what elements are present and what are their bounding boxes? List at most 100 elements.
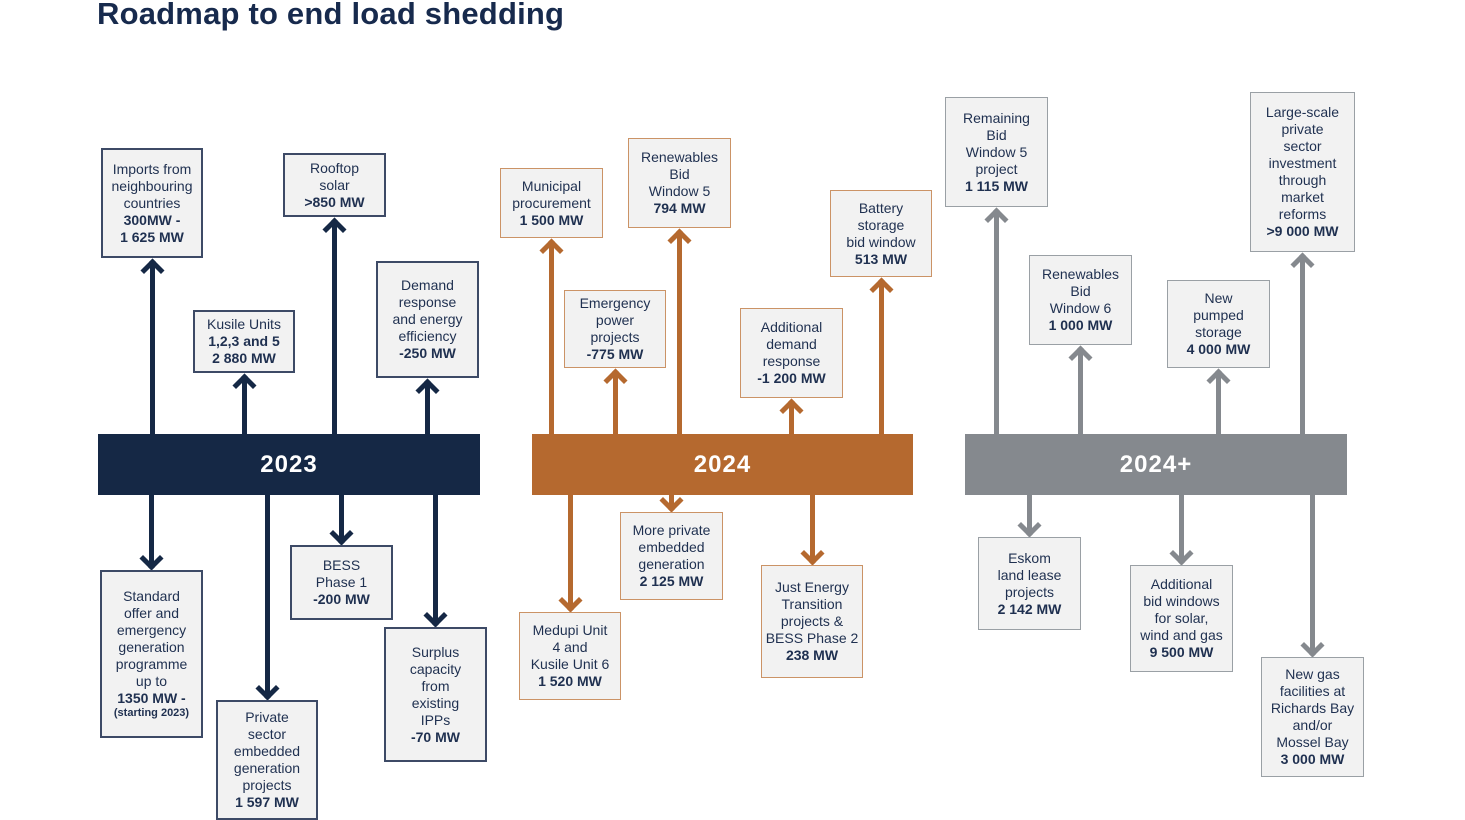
milestone-value: >850 MW	[304, 193, 365, 210]
connector-arrow-up-battery-storage	[879, 277, 884, 434]
milestone-label: Kusile Units	[207, 316, 281, 332]
milestone-value: 9 500 MW	[1149, 644, 1214, 660]
milestone-label: Imports from neighbouring countries	[111, 160, 193, 211]
milestone-box-new-gas-facilities: New gas facilities at Richards Bay and/o…	[1261, 657, 1364, 777]
milestone-value: 3 000 MW	[1280, 751, 1345, 767]
milestone-value: 1 500 MW	[519, 211, 584, 228]
timeline-bar-2023: 2023	[98, 434, 480, 495]
connector-arrow-up-municipal	[549, 238, 554, 434]
connector-arrow-down-more-private	[669, 495, 674, 512]
connector-arrow-up-kusile	[242, 373, 247, 434]
connector-arrow-up-imports	[150, 258, 155, 434]
milestone-label: Rooftop solar	[309, 159, 360, 193]
connector-arrow-down-standard-offer	[149, 495, 154, 570]
milestone-label: Remaining Bid Window 5 project	[963, 109, 1030, 177]
milestone-box-demand-response: Demand response and energy efficiency-25…	[376, 261, 479, 378]
milestone-value: -775 MW	[586, 346, 644, 362]
milestone-box-additional-demand-response: Additional demand response-1 200 MW	[740, 308, 843, 398]
milestone-value: 4 000 MW	[1186, 341, 1251, 357]
connector-arrow-down-new-gas	[1310, 495, 1315, 657]
milestone-value: 1 000 MW	[1048, 317, 1113, 333]
milestone-box-bess-phase-1: BESS Phase 1-200 MW	[290, 545, 393, 620]
connector-arrow-up-renewables-bw5	[677, 228, 682, 434]
connector-arrow-down-private-sector	[265, 495, 270, 700]
milestone-box-just-energy-transition: Just Energy Transition projects & BESS P…	[761, 565, 863, 678]
milestone-value: 238 MW	[785, 647, 839, 663]
timeline-bar-2024: 2024	[532, 434, 913, 495]
milestone-label: New pumped storage	[1193, 290, 1244, 340]
milestone-value: -1 200 MW	[757, 370, 826, 386]
connector-arrow-up-pumped-storage	[1216, 368, 1221, 434]
milestone-value: -70 MW	[410, 728, 460, 745]
connector-arrow-down-additional-bid-windows	[1179, 495, 1184, 565]
milestone-value: -200 MW	[313, 591, 370, 607]
milestone-label: Additional bid windows for solar, wind a…	[1140, 576, 1223, 643]
milestone-label: Standard offer and emergency generation …	[115, 588, 188, 689]
connector-arrow-down-bess	[339, 495, 344, 545]
milestone-value: 1350 MW -	[117, 690, 186, 706]
milestone-label: Battery storage bid window	[846, 199, 916, 250]
milestone-value: 794 MW	[653, 200, 706, 216]
milestone-value: 1,2,3 and 5 2 880 MW	[208, 333, 280, 366]
milestone-label: Surplus capacity from existing IPPs	[409, 643, 462, 728]
milestone-label: Municipal procurement	[512, 177, 591, 211]
milestone-value: 1 115 MW	[964, 177, 1029, 194]
timeline-bar-2024-label: 2024	[693, 450, 752, 478]
milestone-label: Demand response and energy efficiency	[392, 277, 463, 344]
milestone-box-rooftop-solar: Rooftop solar>850 MW	[283, 153, 386, 217]
connector-arrow-up-rooftop-solar	[332, 217, 337, 434]
milestone-label: More private embedded generation	[632, 522, 711, 572]
connector-arrow-down-eskom-land-lease	[1027, 495, 1032, 537]
milestone-value: 2 125 MW	[639, 573, 704, 589]
milestone-label: BESS Phase 1	[315, 557, 368, 590]
milestone-label: New gas facilities at Richards Bay and/o…	[1270, 666, 1355, 750]
milestone-label: Renewables Bid Window 6	[1041, 266, 1120, 316]
connector-arrow-down-surplus-ipps	[433, 495, 438, 627]
milestone-box-large-scale-private-investment: Large-scale private sector investment th…	[1250, 92, 1355, 252]
milestone-value: 300MW - 1 625 MW	[120, 211, 184, 245]
milestone-label: Emergency power projects	[579, 295, 651, 345]
milestone-label: Additional demand response	[760, 319, 823, 369]
timeline-bar-2024-plus: 2024+	[965, 434, 1347, 495]
milestone-note: (starting 2023)	[113, 707, 190, 719]
connector-arrow-up-demand-response	[425, 378, 430, 434]
connector-arrow-down-just-energy	[810, 495, 815, 565]
timeline-bar-2023-label: 2023	[260, 450, 318, 478]
milestone-box-surplus-ipps: Surplus capacity from existing IPPs-70 M…	[384, 627, 487, 762]
milestone-label: Private sector embedded generation proje…	[233, 709, 301, 793]
connector-arrow-up-large-scale-investment	[1300, 252, 1305, 434]
milestone-value: 513 MW	[854, 250, 908, 267]
connector-arrow-up-additional-demand	[789, 398, 794, 434]
milestone-label: Eskom land lease projects	[997, 549, 1062, 600]
milestone-label: Renewables Bid Window 5	[640, 149, 719, 199]
milestone-value: 1 597 MW	[235, 794, 299, 810]
milestone-label: Just Energy Transition projects & BESS P…	[765, 579, 859, 646]
milestone-label: Large-scale private sector investment th…	[1265, 104, 1340, 222]
connector-arrow-up-renewables-bw6	[1078, 345, 1083, 434]
milestone-value: 1 520 MW	[538, 673, 602, 689]
milestone-box-emergency-power: Emergency power projects-775 MW	[564, 290, 666, 368]
milestone-box-standard-offer: Standard offer and emergency generation …	[100, 570, 203, 738]
milestone-value: 2 142 MW	[997, 600, 1062, 617]
connector-arrow-up-remaining-bw5	[994, 207, 999, 434]
milestone-box-additional-bid-windows: Additional bid windows for solar, wind a…	[1130, 565, 1233, 672]
timeline-bar-2024-plus-label: 2024+	[1119, 450, 1193, 478]
milestone-box-private-sector-embedded: Private sector embedded generation proje…	[216, 700, 318, 820]
milestone-value: >9 000 MW	[1266, 223, 1339, 239]
milestone-label: Medupi Unit 4 and Kusile Unit 6	[530, 622, 610, 672]
page-title: Roadmap to end load shedding	[97, 0, 565, 31]
milestone-value: -250 MW	[399, 345, 456, 361]
connector-arrow-down-medupi	[568, 495, 573, 612]
